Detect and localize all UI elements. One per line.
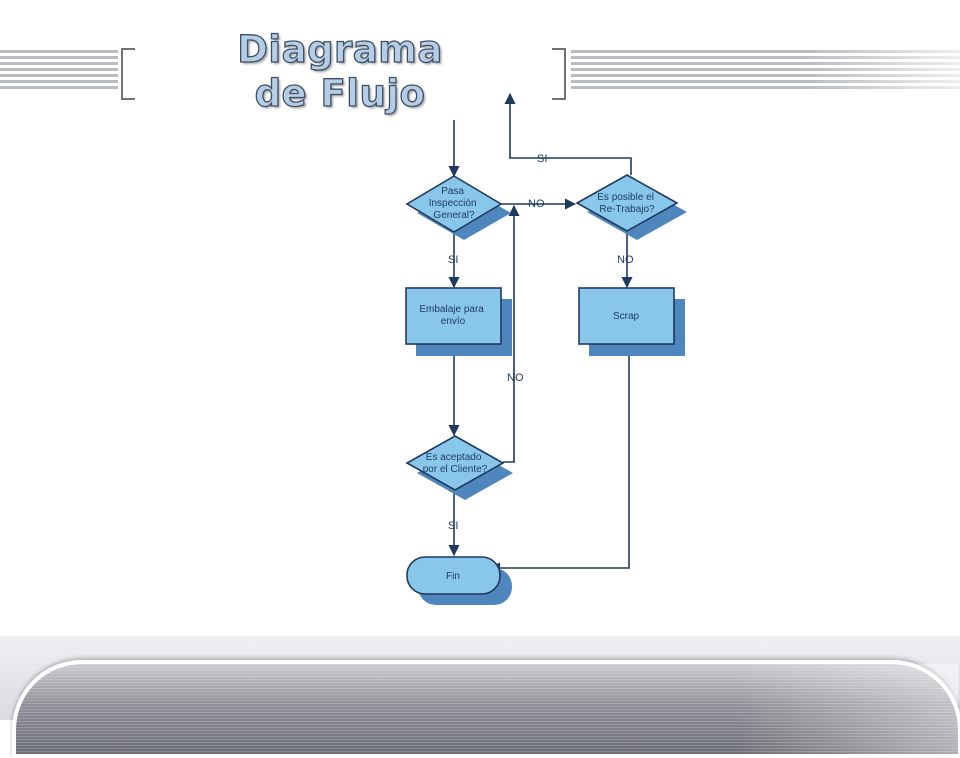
- footer-panel: [12, 660, 960, 758]
- header-bracket-left: [121, 48, 135, 100]
- edge-label-retrabajo-si: SI: [537, 153, 547, 165]
- flowchart: SI NO SI NO NO SI Pasa Inspección Genera…: [405, 92, 687, 605]
- edge-label-cliente-si: SI: [448, 520, 458, 532]
- process-scrap: Scrap: [578, 287, 685, 356]
- svg-text:Es posible el Re-Trabajo: Es posible el Re-Trabajo?: [597, 192, 656, 215]
- edge-label-retrabajo-no: NO: [617, 254, 634, 266]
- edge-retrabajo-si-loop: [504, 92, 632, 175]
- edge-cliente-no-loop: [503, 204, 520, 463]
- process-embalaje: Embalaje para envío: [405, 287, 512, 356]
- edge-scrap-to-fin: [488, 344, 630, 574]
- edge-label-cliente-no: NO: [507, 372, 524, 384]
- slide-title-line-2: de Flujo: [254, 71, 426, 115]
- terminator-fin: Fin: [406, 556, 512, 605]
- svg-text:Es aceptado por el Clien: Es aceptado por el Cliente?: [423, 452, 488, 475]
- decision-retrabajo: Es posible el Re-Trabajo?: [575, 174, 687, 240]
- slide-title-line-1: Diagrama: [237, 27, 443, 71]
- decision-cliente: Es aceptado por el Cliente?: [405, 435, 513, 500]
- decision-inspeccion: Pasa Inspección General?: [405, 175, 511, 240]
- svg-text:Fin: Fin: [446, 571, 460, 582]
- svg-text:Embalaje para envío: Embalaje para envío: [419, 304, 486, 327]
- edge-label-inspeccion-si: SI: [448, 254, 458, 266]
- header-bracket-right: [552, 48, 566, 100]
- footer-sheen: [738, 664, 958, 754]
- svg-text:Pasa Inspección Ge: Pasa Inspección General?: [429, 186, 480, 221]
- edge-label-inspeccion-no: NO: [528, 198, 545, 210]
- slide-title: Diagrama de Flujo: [230, 27, 450, 116]
- header-stripes-left: [0, 50, 118, 92]
- svg-text:Scrap: Scrap: [613, 311, 640, 322]
- header-stripes-right: [571, 50, 960, 92]
